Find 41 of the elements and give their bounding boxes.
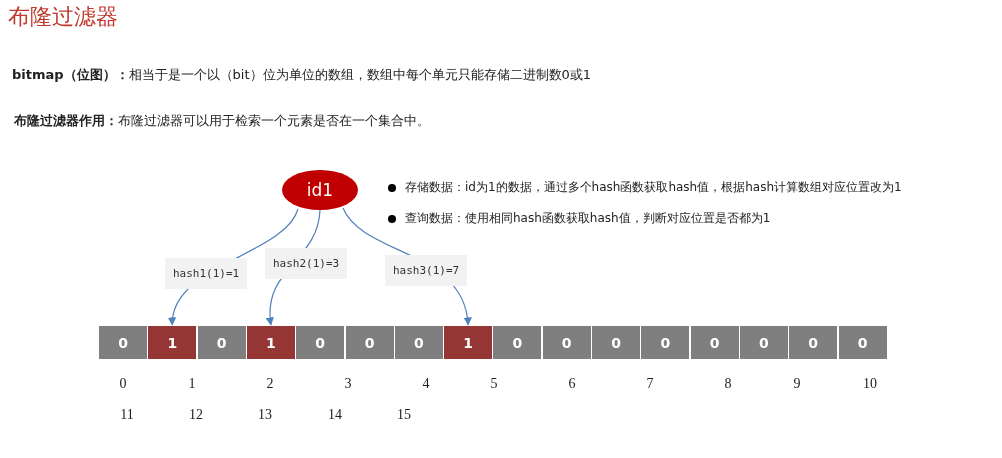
bullet-text: 存储数据：id为1的数据，通过多个hash函数获取hash值，根据hash计算数组对应位置改为1 <box>405 179 902 196</box>
bullet-text: 查询数据：使用相同hash函数获取hash值，判断对应位置是否都为1 <box>405 210 771 227</box>
bit-cell: 0 <box>739 326 788 359</box>
bit-cell: 0 <box>838 326 887 359</box>
index-number: 11 <box>120 407 134 423</box>
index-number: 4 <box>422 376 430 392</box>
bit-cell: 0 <box>641 326 690 359</box>
index-number: 3 <box>344 376 352 392</box>
bit-cell: 0 <box>789 326 838 359</box>
index-number: 12 <box>189 407 203 423</box>
bit-cell: 0 <box>542 326 591 359</box>
index-number: 15 <box>397 407 411 423</box>
bit-cell: 1 <box>148 326 197 359</box>
paragraph: 布隆过滤器作用：布隆过滤器可以用于检索一个元素是否在一个集合中。 <box>14 112 430 130</box>
bit-cell: 0 <box>493 326 542 359</box>
index-number: 9 <box>793 376 801 392</box>
bit-cell: 0 <box>690 326 739 359</box>
bit-cell: 0 <box>99 326 147 359</box>
bit-cell: 0 <box>296 326 345 359</box>
index-number: 1 <box>188 376 196 392</box>
index-number: 14 <box>328 407 342 423</box>
bit-cell: 0 <box>394 326 443 359</box>
index-number: 6 <box>568 376 576 392</box>
bit-cell: 0 <box>345 326 394 359</box>
index-number: 0 <box>119 376 127 392</box>
index-number: 8 <box>724 376 732 392</box>
bit-cell: 1 <box>444 326 493 359</box>
edge-label: hash3(1)=7 <box>385 255 468 286</box>
index-number: 10 <box>863 376 877 392</box>
bit-cell: 0 <box>592 326 640 359</box>
page-title: 布隆过滤器 <box>8 3 118 31</box>
index-number: 13 <box>258 407 272 423</box>
index-number: 2 <box>266 376 274 392</box>
bit-cell: 1 <box>246 326 295 359</box>
index-number: 5 <box>490 376 498 392</box>
bit-cell: 0 <box>197 326 246 359</box>
paragraph: bitmap（位图）：相当于是一个以（bit）位为单位的数组，数组中每个单元只能存储二进制数0或1 <box>12 66 592 84</box>
edge-label: hash2(1)=3 <box>265 248 348 279</box>
data-ellipse: id1 <box>282 170 358 210</box>
edge-label: hash1(1)=1 <box>165 258 248 289</box>
index-number: 7 <box>646 376 654 392</box>
